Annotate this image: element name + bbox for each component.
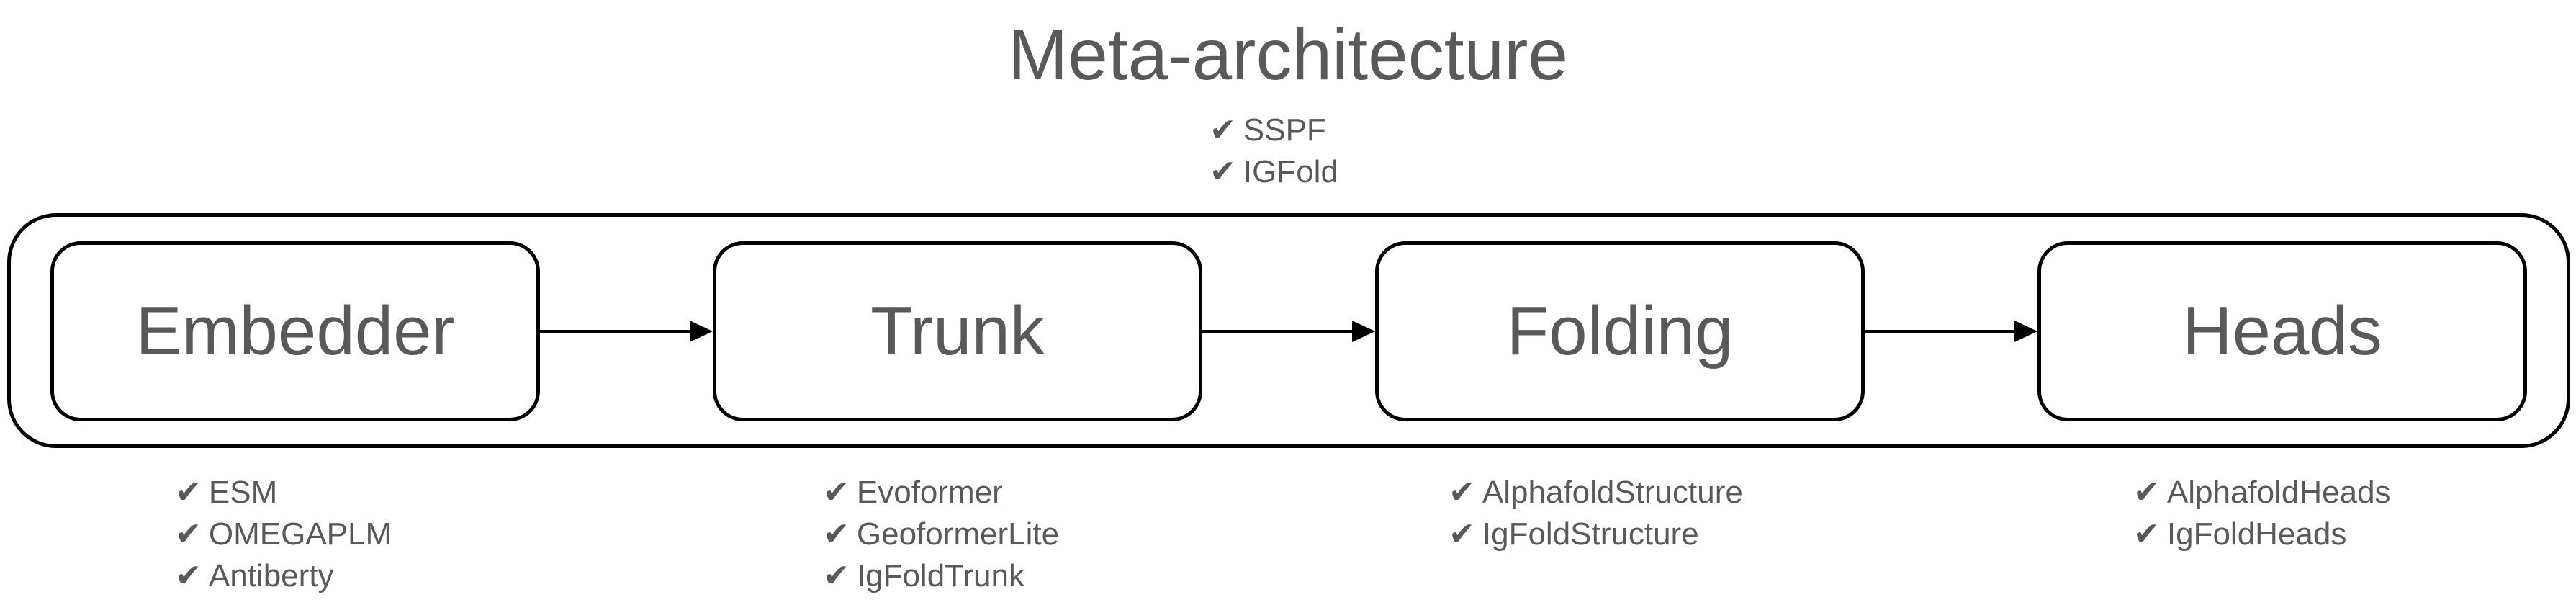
box-label: Trunk (870, 292, 1045, 369)
embedder-checklist: ✔ESM ✔OMEGAPLM ✔Antiberty (175, 472, 392, 597)
list-item-label: IgFoldTrunk (856, 558, 1025, 593)
flow-arrow-trunk-to-folding (1202, 321, 1375, 342)
list-item: ✔IgFoldHeads (2133, 514, 2391, 555)
box-heads: Heads (2037, 241, 2527, 421)
trunk-checklist: ✔Evoformer ✔GeoformerLite ✔IgFoldTrunk (823, 472, 1059, 597)
list-item-label: ESM (208, 475, 278, 510)
check-icon: ✔ (2133, 516, 2160, 552)
box-label: Folding (1506, 292, 1734, 369)
check-icon: ✔ (823, 516, 850, 552)
check-icon: ✔ (175, 558, 202, 593)
list-item-label: IgFoldStructure (1482, 516, 1699, 552)
list-item-label: Antiberty (208, 558, 334, 593)
list-item-label: AlphafoldHeads (2166, 475, 2391, 510)
check-icon: ✔ (1449, 516, 1475, 552)
folding-checklist: ✔AlphafoldStructure ✔IgFoldStructure (1449, 472, 1743, 555)
list-item: ✔GeoformerLite (823, 514, 1059, 555)
check-icon: ✔ (175, 475, 202, 510)
list-item-label: SSPF (1243, 112, 1326, 148)
check-icon: ✔ (2133, 475, 2160, 510)
box-embedder: Embedder (50, 241, 540, 421)
list-item-label: AlphafoldStructure (1482, 475, 1743, 510)
list-item: ✔AlphafoldHeads (2133, 472, 2391, 514)
box-label: Heads (2182, 292, 2382, 369)
box-folding: Folding (1375, 241, 1865, 421)
check-icon: ✔ (175, 516, 202, 552)
list-item-label: IGFold (1243, 154, 1338, 189)
pipeline-outer-frame (7, 213, 2570, 448)
flow-arrow-embedder-to-trunk (540, 321, 713, 342)
check-icon: ✔ (1210, 154, 1236, 189)
check-icon: ✔ (1210, 112, 1236, 148)
list-item: ✔AlphafoldStructure (1449, 472, 1743, 514)
arrowhead-icon (690, 321, 713, 342)
list-item-label: IgFoldHeads (2166, 516, 2347, 552)
check-icon: ✔ (823, 475, 850, 510)
list-item: ✔IGFold (1210, 151, 1338, 193)
box-label: Embedder (135, 292, 455, 369)
list-item: ✔IgFoldStructure (1449, 514, 1743, 555)
arrow-shaft (1202, 330, 1356, 333)
list-item: ✔IgFoldTrunk (823, 555, 1059, 597)
list-item-label: GeoformerLite (856, 516, 1060, 552)
arrow-shaft (1865, 330, 2019, 333)
arrowhead-icon (1352, 321, 1375, 342)
check-icon: ✔ (1449, 475, 1475, 510)
list-item: ✔ESM (175, 472, 392, 514)
arrowhead-icon (2014, 321, 2037, 342)
list-item: ✔SSPF (1210, 109, 1338, 151)
check-icon: ✔ (823, 558, 850, 593)
list-item-label: OMEGAPLM (208, 516, 392, 552)
box-trunk: Trunk (713, 241, 1202, 421)
flow-arrow-folding-to-heads (1865, 321, 2037, 342)
arrow-shaft (540, 330, 694, 333)
list-item: ✔OMEGAPLM (175, 514, 392, 555)
list-item: ✔Evoformer (823, 472, 1059, 514)
heads-checklist: ✔AlphafoldHeads ✔IgFoldHeads (2133, 472, 2391, 555)
list-item: ✔Antiberty (175, 555, 392, 597)
page-title: Meta-architecture (1007, 14, 1569, 95)
meta-architecture-checklist: ✔SSPF ✔IGFold (1210, 109, 1338, 193)
list-item-label: Evoformer (856, 475, 1003, 510)
